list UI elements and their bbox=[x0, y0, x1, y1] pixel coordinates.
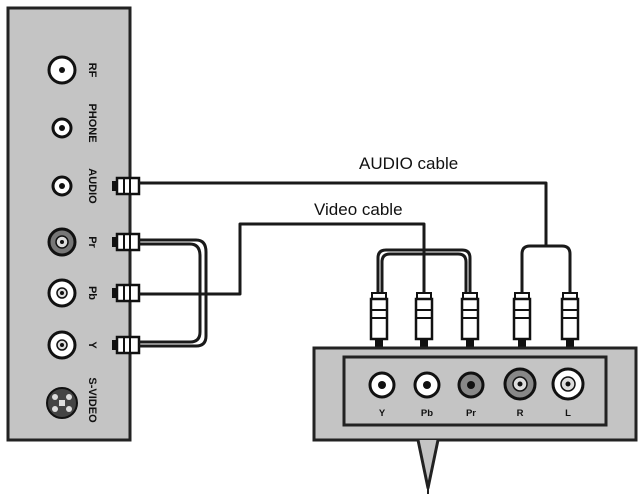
device-l-jack bbox=[551, 367, 585, 401]
y-plug-device bbox=[369, 292, 389, 349]
svideo-jack bbox=[46, 387, 78, 419]
device-y-label: Y bbox=[379, 408, 386, 419]
audio-cable bbox=[139, 181, 548, 245]
pr-label: Pr bbox=[86, 236, 98, 248]
component-cable-device bbox=[376, 248, 472, 293]
pb-plug-tv bbox=[112, 283, 141, 303]
phone-label: PHONE bbox=[86, 103, 98, 142]
device-pb-jack bbox=[413, 371, 441, 399]
device-pr-label: Pr bbox=[466, 408, 476, 419]
r-plug-device bbox=[512, 292, 532, 349]
device-r-jack bbox=[503, 367, 537, 401]
video-cable-label: Video cable bbox=[314, 200, 403, 219]
pb-label: Pb bbox=[86, 286, 98, 300]
pr-jack bbox=[47, 227, 77, 257]
audio-label: AUDIO bbox=[86, 168, 98, 204]
y-label: Y bbox=[86, 341, 98, 349]
y-plug-tv bbox=[112, 335, 141, 355]
device-pointer bbox=[416, 439, 440, 490]
rf-label: RF bbox=[86, 63, 98, 78]
audio-cable-split bbox=[520, 244, 572, 293]
pr-plug-device bbox=[460, 292, 480, 349]
svideo-label: S-VIDEO bbox=[86, 377, 98, 423]
rf-jack bbox=[47, 55, 77, 85]
audio-cable-label: AUDIO cable bbox=[359, 154, 458, 173]
y-jack bbox=[47, 330, 77, 360]
device-r-label: R bbox=[517, 408, 524, 419]
pr-plug-tv bbox=[112, 232, 141, 252]
device-pb-label: Pb bbox=[421, 408, 433, 419]
component-cable-device-inner bbox=[380, 252, 468, 293]
audio-jack bbox=[51, 175, 73, 197]
phone-jack bbox=[51, 117, 73, 139]
pb-jack bbox=[47, 278, 77, 308]
device-y-jack bbox=[368, 371, 396, 399]
audio-plug-tv bbox=[112, 176, 141, 196]
device-pr-jack bbox=[457, 371, 485, 399]
l-plug-device bbox=[560, 292, 580, 349]
device-l-label: L bbox=[565, 408, 571, 419]
component-cable-pr-inner bbox=[139, 242, 202, 344]
component-cable-pr bbox=[139, 238, 208, 348]
pb-plug-device bbox=[414, 292, 434, 349]
